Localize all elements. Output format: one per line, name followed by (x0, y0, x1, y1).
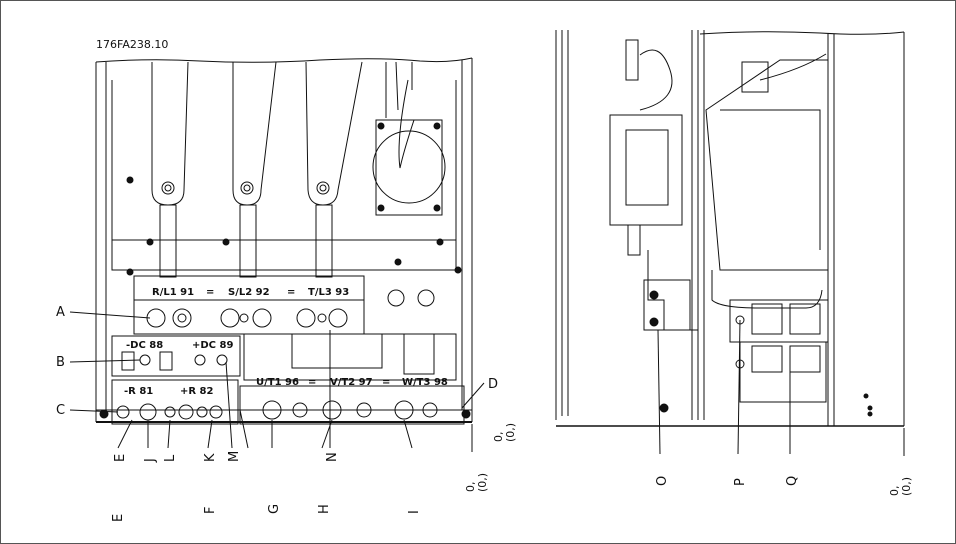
callout-c: C (56, 403, 65, 418)
datum-front-3: 0, (464, 482, 477, 493)
terminal-eq-1: = (206, 287, 214, 298)
datum-front-2: (0,) (504, 423, 517, 442)
callout-d: D (488, 377, 498, 392)
side-view (555, 30, 905, 427)
terminal-dc-minus: -DC 88 (126, 340, 163, 351)
datum-front-4: (0,) (476, 473, 489, 492)
callout-e: E (113, 454, 128, 462)
callout-n: N (325, 452, 340, 462)
callout-a: A (56, 305, 65, 320)
callout-o: O (655, 476, 670, 486)
datum-front-1: 0, (492, 432, 505, 443)
callout-i: I (407, 510, 422, 514)
callout-k: K (203, 453, 218, 462)
callout-p: P (733, 478, 748, 486)
callout-q: Q (785, 476, 800, 486)
callout-m: M (227, 451, 242, 462)
callout-g: G (267, 504, 282, 514)
terminal-u: U/T1 96 (256, 377, 299, 388)
side-leader-lines (657, 319, 905, 456)
callout-l: L (163, 454, 178, 462)
callout-f: F (203, 507, 218, 514)
datum-side-1: 0, (888, 486, 901, 497)
terminal-eq-4: = (382, 377, 390, 388)
terminal-l1: R/L1 91 (152, 287, 194, 298)
front-view (95, 57, 473, 425)
terminal-w: W/T3 98 (402, 377, 448, 388)
callout-j: J (143, 458, 158, 463)
terminal-eq-3: = (308, 377, 316, 388)
terminal-eq-2: = (287, 287, 295, 298)
terminal-l2: S/L2 92 (228, 287, 270, 298)
terminal-v: V/T2 97 (330, 377, 373, 388)
terminal-r-minus: -R 81 (124, 386, 153, 397)
callout-e-bottom: E (111, 514, 126, 522)
terminal-r-plus: +R 82 (180, 386, 214, 397)
callout-b: B (56, 355, 65, 370)
front-leader-lines (69, 311, 485, 452)
datum-side-2: (0,) (900, 477, 913, 496)
terminal-l3: T/L3 93 (308, 287, 349, 298)
callout-h: H (317, 504, 332, 514)
drawing-code: 176FA238.10 (96, 38, 168, 51)
terminal-dc-plus: +DC 89 (192, 340, 233, 351)
